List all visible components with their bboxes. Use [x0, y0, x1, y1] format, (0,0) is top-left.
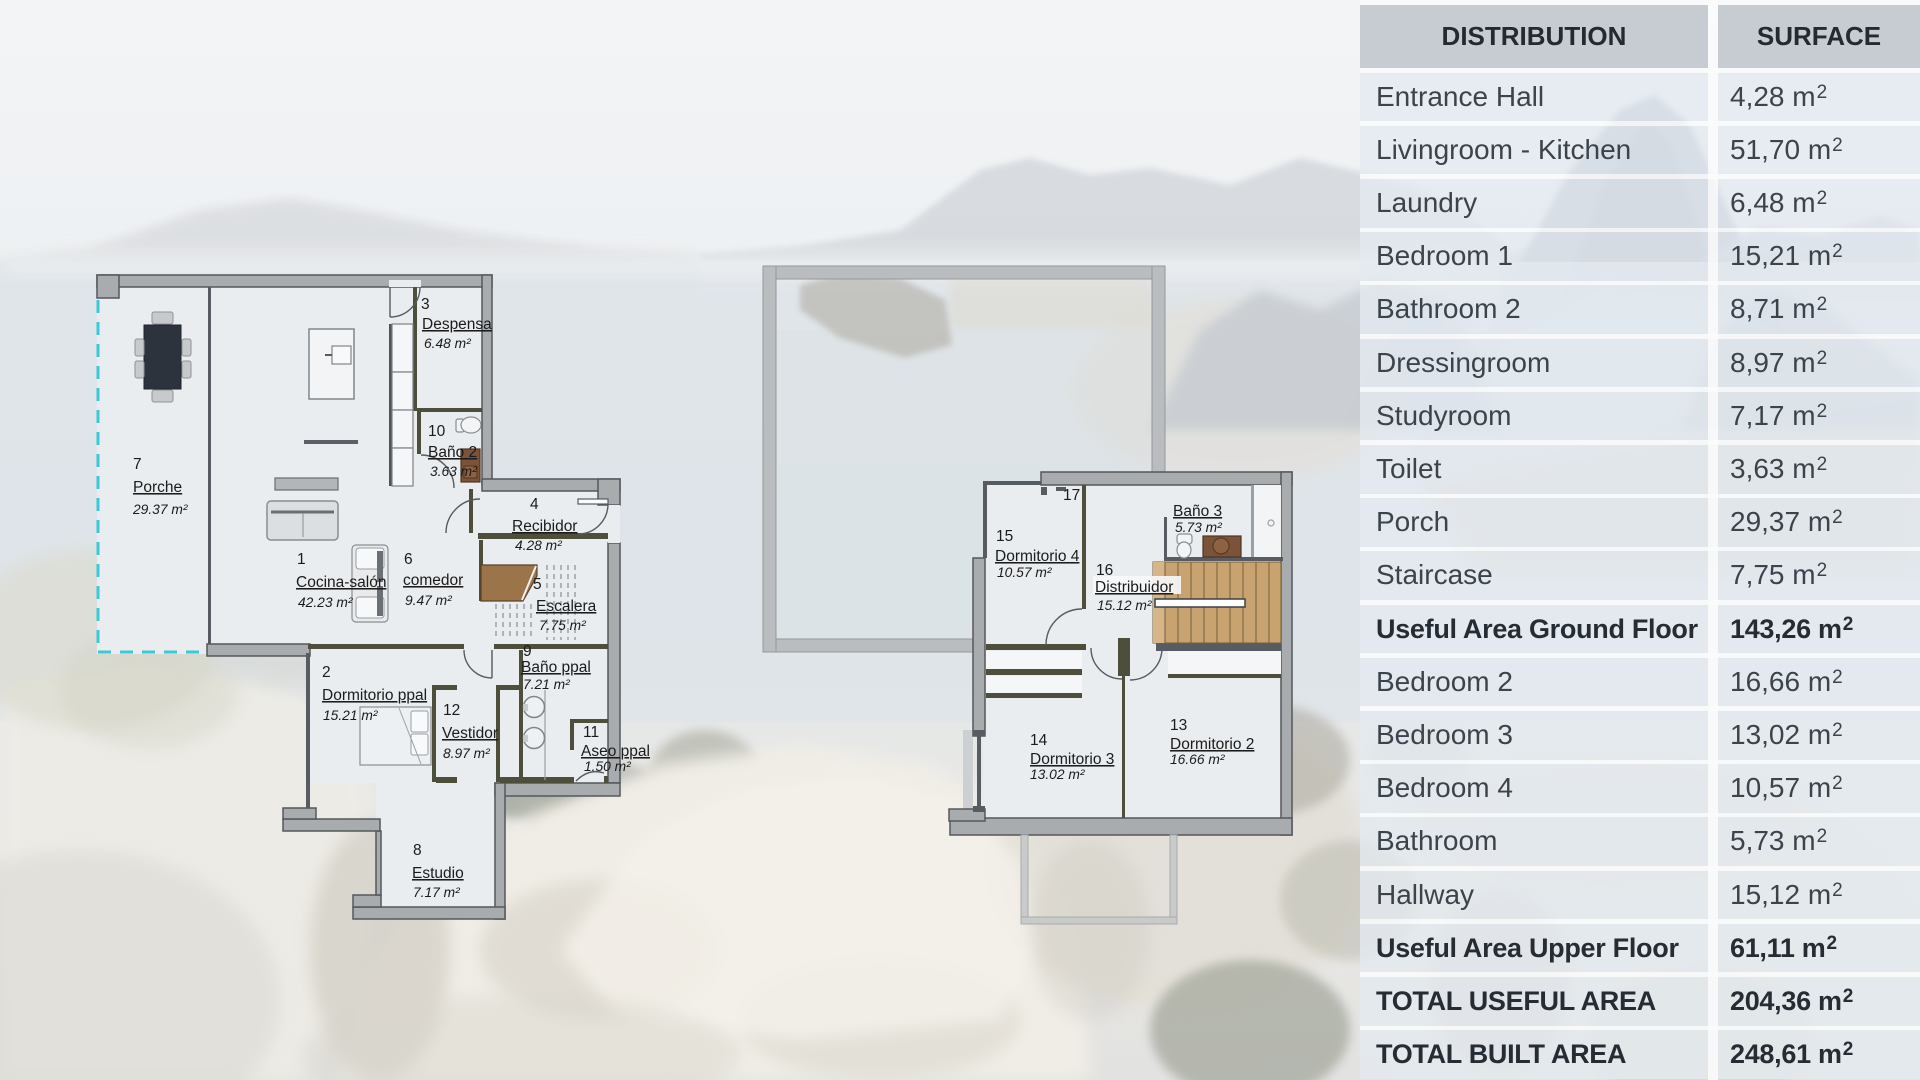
svg-text:Cocina-salón: Cocina-salón — [296, 574, 386, 591]
svg-text:comedor: comedor — [403, 572, 463, 589]
svg-text:16: 16 — [1096, 562, 1113, 579]
svg-text:Estudio: Estudio — [412, 865, 464, 882]
svg-text:Dormitorio 4: Dormitorio 4 — [995, 548, 1080, 565]
svg-text:1: 1 — [297, 551, 306, 568]
svg-text:13: 13 — [1170, 717, 1187, 734]
svg-text:10.57 m²: 10.57 m² — [997, 565, 1052, 580]
svg-text:4.28 m²: 4.28 m² — [515, 538, 562, 553]
svg-text:7.17 m²: 7.17 m² — [413, 885, 460, 900]
svg-text:15.21 m²: 15.21 m² — [323, 708, 378, 723]
svg-text:29.37 m²: 29.37 m² — [132, 502, 188, 517]
svg-text:Dormitorio 2: Dormitorio 2 — [1170, 736, 1254, 753]
svg-text:Porche: Porche — [133, 479, 182, 496]
svg-text:13.02 m²: 13.02 m² — [1030, 767, 1085, 782]
svg-text:2: 2 — [322, 664, 331, 681]
svg-text:17: 17 — [1063, 487, 1080, 504]
svg-text:8: 8 — [413, 842, 422, 859]
svg-text:Recibidor: Recibidor — [512, 518, 577, 535]
svg-text:Baño 3: Baño 3 — [1173, 503, 1222, 520]
svg-text:16.66 m²: 16.66 m² — [1170, 752, 1225, 767]
svg-text:6: 6 — [404, 551, 413, 568]
svg-text:Despensa: Despensa — [422, 316, 492, 333]
svg-text:42.23 m²: 42.23 m² — [298, 595, 353, 610]
svg-text:5: 5 — [533, 576, 542, 593]
svg-text:3: 3 — [421, 296, 430, 313]
svg-text:9: 9 — [523, 643, 532, 660]
svg-text:1.50 m²: 1.50 m² — [584, 759, 631, 774]
svg-text:6.48 m²: 6.48 m² — [424, 336, 471, 351]
svg-text:Baño 2: Baño 2 — [428, 444, 477, 461]
svg-text:Dormitorio 3: Dormitorio 3 — [1030, 751, 1114, 768]
svg-text:4: 4 — [530, 496, 539, 513]
svg-text:8.97 m²: 8.97 m² — [443, 746, 490, 761]
svg-text:7.75 m²: 7.75 m² — [539, 618, 586, 633]
svg-text:7.21 m²: 7.21 m² — [523, 677, 570, 692]
svg-text:10: 10 — [428, 423, 446, 440]
svg-text:3.63 m²: 3.63 m² — [430, 464, 477, 479]
svg-text:9.47 m²: 9.47 m² — [405, 593, 452, 608]
svg-text:5.73 m²: 5.73 m² — [1175, 520, 1222, 535]
svg-text:Vestidor: Vestidor — [442, 725, 498, 742]
svg-text:15: 15 — [996, 528, 1013, 545]
svg-text:11: 11 — [583, 724, 599, 741]
svg-text:14: 14 — [1030, 732, 1048, 749]
svg-text:Aseo ppal: Aseo ppal — [581, 743, 650, 760]
svg-text:Escalera: Escalera — [536, 598, 597, 615]
svg-text:Distribuidor: Distribuidor — [1095, 579, 1173, 596]
svg-text:7: 7 — [133, 456, 142, 473]
svg-text:Baño ppal: Baño ppal — [521, 659, 591, 676]
svg-text:15.12 m²: 15.12 m² — [1097, 598, 1152, 613]
svg-text:12: 12 — [443, 702, 460, 719]
svg-text:Dormitorio ppal: Dormitorio ppal — [322, 687, 427, 704]
